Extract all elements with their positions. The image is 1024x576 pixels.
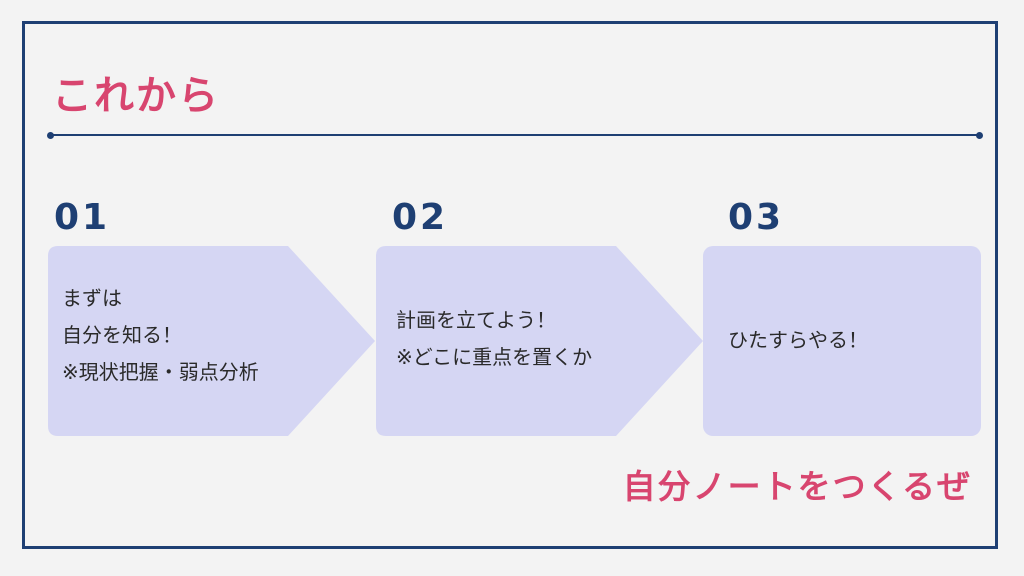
step-1-arrow-card <box>48 246 378 436</box>
step-2-arrow-card <box>376 246 706 436</box>
slide-title: これから <box>52 73 220 119</box>
step-1-number: 01 <box>54 197 111 238</box>
step-1-line-1: まずは <box>62 286 122 310</box>
title-divider <box>50 134 980 136</box>
step-2-arrow-shape <box>376 246 703 436</box>
slide-tagline: 自分ノートをつくるぜ <box>622 467 972 506</box>
step-2-line-2: ※どこに重点を置くか <box>396 345 593 369</box>
divider-dot-left <box>47 131 54 139</box>
divider-dot-right <box>976 131 983 139</box>
step-3-card-shape <box>703 246 981 436</box>
step-2-number: 02 <box>392 197 449 238</box>
step-1-line-2: 自分を知る！ <box>62 323 182 347</box>
step-3-text: ひたすらやる！ <box>728 322 868 359</box>
step-3-number: 03 <box>728 197 785 238</box>
step-1-text: まずは 自分を知る！ ※現状把握・弱点分析 <box>62 280 259 391</box>
slide-frame <box>22 21 998 549</box>
step-2-text: 計画を立てよう！ ※どこに重点を置くか <box>396 302 592 376</box>
step-3-card <box>703 246 983 436</box>
step-3-line-1: ひたすらやる！ <box>728 328 868 352</box>
step-1-arrow-shape <box>48 246 375 436</box>
step-2-line-1: 計画を立てよう！ <box>396 308 556 332</box>
step-1-line-3: ※現状把握・弱点分析 <box>62 360 259 384</box>
